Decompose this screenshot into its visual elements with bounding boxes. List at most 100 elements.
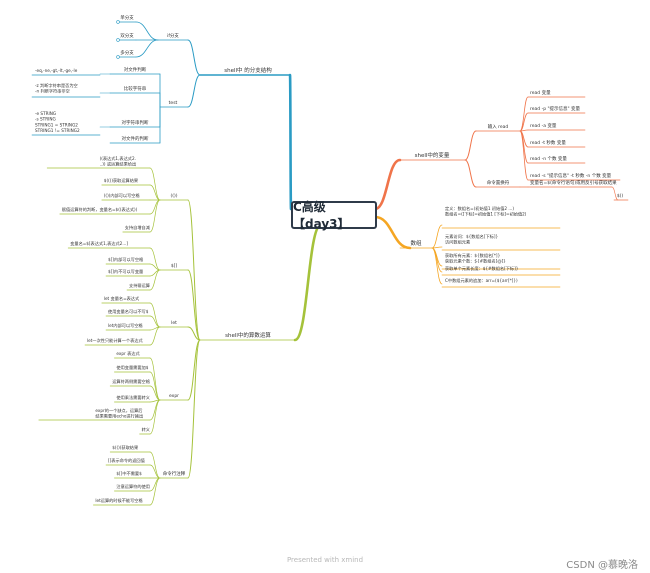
calc-item-3-1[interactable]: 使用变量需要加$ bbox=[116, 364, 148, 371]
branch-line-calc bbox=[293, 223, 323, 342]
link-calc-0-4 bbox=[149, 199, 161, 233]
branch-line-shell bbox=[288, 73, 293, 211]
calc-item-0-0[interactable]: ((表达式1,表达式2...)) 或运算结果给出 bbox=[100, 155, 137, 168]
link-calc-3-1 bbox=[149, 371, 161, 401]
if-item-dot-2 bbox=[116, 55, 120, 59]
if-item-1[interactable]: 双分支 bbox=[120, 32, 134, 39]
branch-label-shell[interactable]: shell中 的分支结构 bbox=[224, 66, 272, 74]
calc-item-3-3[interactable]: 使用乘法需要转义 bbox=[116, 394, 150, 401]
calc-item-1-0[interactable]: 变量名=$[表达式1,表达式2...] bbox=[70, 240, 128, 247]
calc-item-2-0[interactable]: let 变量名=表达式 bbox=[104, 295, 140, 302]
calc-item-0-4[interactable]: 支持自增自减 bbox=[125, 224, 151, 231]
link-calc-3-0 bbox=[149, 357, 161, 401]
link-calc-2-1 bbox=[149, 315, 161, 328]
read-item-1[interactable]: read -p "提示信息" 变量 bbox=[530, 105, 581, 112]
link-read bbox=[464, 130, 477, 161]
cmd-item-1[interactable]: $() bbox=[617, 193, 624, 199]
link-calc-0-1 bbox=[149, 184, 161, 201]
calc-group-2[interactable]: let bbox=[171, 320, 177, 326]
array-item-0[interactable]: 定义：数组名=(初始值1 初始值2 ...)数组名=([下标]=初始值1 [下标… bbox=[445, 205, 527, 218]
link-calc-0-0 bbox=[149, 167, 161, 201]
link-calc-2-3 bbox=[149, 326, 161, 346]
link-calc-3-2 bbox=[149, 385, 161, 401]
array-item-1[interactable]: 元素访问：${数组名[下标]}访问数组元素 bbox=[445, 233, 498, 246]
root-topic[interactable]: C高级【day3】 bbox=[291, 200, 377, 231]
link-calc-group-3 bbox=[187, 339, 201, 401]
if-item-2[interactable]: 多分支 bbox=[120, 49, 134, 56]
calc-item-0-2[interactable]: (())内部可以写空格 bbox=[104, 192, 141, 199]
calc-item-1-3[interactable]: 支持幂运算 bbox=[129, 282, 150, 289]
calc-item-2-3[interactable]: let一次性只能计算一个表达式 bbox=[87, 337, 143, 344]
calc-group-0[interactable]: (()) bbox=[170, 193, 177, 199]
read-item-3[interactable]: read -t 秒数 变量 bbox=[530, 139, 566, 146]
calc-item-0-1[interactable]: $(())获取运算结果 bbox=[104, 177, 139, 184]
calc-item-3-5[interactable]: 转义 bbox=[142, 426, 151, 433]
branch-label-var[interactable]: shell中的变量 bbox=[415, 151, 450, 159]
branch-line-var bbox=[373, 158, 402, 211]
calc-item-3-2[interactable]: 运算符两侧需要空格 bbox=[112, 378, 151, 385]
test-item-0[interactable]: 对文件判断 bbox=[124, 66, 147, 73]
link-calc-group-4 bbox=[187, 339, 201, 479]
calc-item-1-1[interactable]: $[]内部可以写空格 bbox=[108, 256, 144, 263]
read-item-4[interactable]: read -n 个数 变量 bbox=[530, 155, 567, 162]
link-if-2 bbox=[135, 39, 159, 58]
calc-item-1-2[interactable]: $[]内不可以写变量 bbox=[108, 268, 143, 275]
test-item-6[interactable]: 对文件的判断 bbox=[122, 135, 149, 142]
array-item-3[interactable]: 获取单个元素长度：${#数组名[下标]} bbox=[445, 265, 519, 272]
test-item-2[interactable]: 比较字符串 bbox=[124, 85, 147, 92]
link-calc-4-0 bbox=[149, 451, 161, 479]
link-array-4 bbox=[431, 247, 443, 285]
branch-line-array bbox=[373, 215, 412, 250]
calc-item-3-4[interactable]: expr的一个缺点，运算后结果需要用echo进行输出 bbox=[95, 407, 143, 420]
link-calc-3-5 bbox=[149, 399, 161, 435]
calc-group-1[interactable]: $[] bbox=[171, 263, 178, 269]
calc-item-4-2[interactable]: $[]中不需要$ bbox=[116, 470, 142, 477]
link-cmd bbox=[464, 159, 477, 188]
if-item-0[interactable]: 单分支 bbox=[120, 14, 134, 21]
footer-text: Presented with xmind bbox=[286, 556, 364, 564]
link-calc-2-0 bbox=[149, 302, 161, 328]
link-calc-group-0 bbox=[187, 199, 201, 341]
link-read-1 bbox=[519, 112, 529, 132]
group-if[interactable]: if分支 bbox=[167, 32, 179, 39]
calc-item-3-0[interactable]: expr 表达式 bbox=[116, 350, 140, 357]
calc-item-2-1[interactable]: 使用变量名可以不写$ bbox=[108, 308, 149, 315]
branch-label-calc[interactable]: shell中的算数运算 bbox=[225, 331, 271, 339]
group-read[interactable]: 输入 read bbox=[488, 123, 509, 130]
read-item-5[interactable]: read -s "提示信息" -t 秒数 -n 个数 变量 bbox=[530, 172, 612, 179]
link-calc-group-1 bbox=[187, 269, 201, 341]
calc-group-3[interactable]: expr bbox=[169, 393, 179, 399]
link-calc-4-1 bbox=[149, 464, 161, 479]
read-item-2[interactable]: read -a 变量 bbox=[530, 122, 557, 129]
calc-group-4[interactable]: 命令行注释 bbox=[163, 470, 186, 477]
link-calc-3-3 bbox=[149, 399, 161, 403]
test-item-3[interactable]: -z 判断字符串是否为空-n 判断字符串非空 bbox=[35, 82, 78, 95]
link-array-0 bbox=[431, 224, 443, 249]
cmd-item-0[interactable]: 变量名=$(命令行语句)或用反引号获取结果 bbox=[530, 179, 617, 186]
calc-item-4-3[interactable]: 注意运算符的使用 bbox=[116, 483, 150, 490]
if-item-dot-1 bbox=[116, 38, 120, 42]
calc-item-4-1[interactable]: []表示命令的返回值 bbox=[108, 457, 145, 464]
link-calc-4-3 bbox=[149, 477, 161, 492]
calc-item-4-4[interactable]: let运算的时候不能写空格 bbox=[95, 497, 143, 504]
branch-label-array[interactable]: 数组 bbox=[410, 239, 422, 247]
watermark: CSDN @慕晚洛 bbox=[566, 560, 638, 571]
group-cmd[interactable]: 命令置换符 bbox=[487, 179, 510, 186]
test-item-4[interactable]: 对字符串判断 bbox=[122, 119, 149, 126]
link-if-0 bbox=[135, 21, 159, 41]
calc-item-2-2[interactable]: let内部可以写空格 bbox=[108, 322, 144, 329]
test-item-1[interactable]: -eq,-ne,-gt,-lt,-ge,-le bbox=[35, 68, 78, 73]
array-item-2[interactable]: 获取所有元素：${数组名[*]}获取元素个数：${#数组名[@]} bbox=[445, 252, 506, 265]
read-item-0[interactable]: read 变量 bbox=[530, 89, 551, 96]
group-test[interactable]: test bbox=[169, 100, 178, 106]
array-item-4[interactable]: C中数组元素的追加：arr=(${arr[*]}) bbox=[445, 277, 518, 284]
if-item-dot-0 bbox=[116, 20, 120, 24]
link-calc-4-4 bbox=[149, 477, 161, 506]
calc-item-0-3[interactable]: 赋值运算符的判断，变量名=$((表达式)) bbox=[62, 206, 138, 213]
link-calc-1-3 bbox=[149, 269, 161, 291]
calc-item-4-0[interactable]: $(())获取结果 bbox=[112, 444, 139, 451]
link-calc-1-0 bbox=[149, 247, 161, 271]
